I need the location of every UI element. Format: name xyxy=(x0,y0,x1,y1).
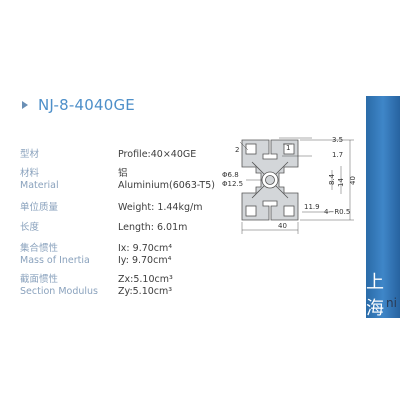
corner-recess-bl xyxy=(245,205,257,217)
web-diagonal xyxy=(251,161,265,175)
side-banner xyxy=(366,96,400,318)
spec-profile-label: 型材 xyxy=(20,149,40,160)
core-bore xyxy=(265,175,275,185)
spec-weight-label: 单位质量 xyxy=(20,202,59,213)
spec-length-value: Length: 6.01m xyxy=(118,222,188,233)
spec-material-label-cn: 材料 xyxy=(20,168,40,179)
dim-14: 14 xyxy=(337,178,345,187)
dim-11-9: 11.9 xyxy=(304,203,320,211)
spec-length-label: 长度 xyxy=(20,222,40,233)
spec-material-value: Aluminium(6063-T5) xyxy=(118,180,215,191)
spec-inertia-label-cn: 集合惯性 xyxy=(20,243,59,254)
dim-1-7: 1.7 xyxy=(332,151,343,159)
spec-modulus-label-en: Section Modulus xyxy=(20,286,98,297)
dim-radius: 4−R0.5 xyxy=(324,208,350,216)
dim-40-horizontal: 40 xyxy=(278,222,287,230)
web-diagonal xyxy=(275,161,289,175)
spec-modulus-label-cn: 截面惯性 xyxy=(20,274,59,285)
spec-material-label-en: Material xyxy=(20,180,59,191)
dim-slot: 2 xyxy=(235,146,239,154)
corner-recess-tl xyxy=(245,143,257,155)
side-banner-text-en: ni xyxy=(386,296,397,310)
spec-profile-value: Profile:40×40GE xyxy=(118,149,197,160)
spec-modulus-zy: Zy:5.10cm³ xyxy=(118,286,173,297)
spec-modulus-zx: Zx:5.10cm³ xyxy=(118,274,173,285)
profile-cross-section: 3.5 1 1.7 2 Φ6.8 Φ12.5 8.4 14 40 11.9 4−… xyxy=(222,136,357,234)
spec-inertia-label-en: Mass of Inertia xyxy=(20,255,90,266)
dim-8-4: 8.4 xyxy=(328,173,336,185)
web-diagonal xyxy=(251,185,265,199)
dim-line xyxy=(239,141,249,151)
corner-recess-br xyxy=(283,205,295,217)
triangle-bullet-icon xyxy=(22,101,28,109)
spec-weight-value: Weight: 1.44kg/m xyxy=(118,202,203,213)
spec-inertia-ix: Ix: 9.70cm⁴ xyxy=(118,243,173,254)
spec-material-value-cn: 铝 xyxy=(118,168,128,179)
dim-phi-12-5: Φ12.5 xyxy=(222,180,243,188)
spec-inertia-iy: Iy: 9.70cm⁴ xyxy=(118,255,172,266)
side-banner-text-cn: 上海 xyxy=(366,272,384,319)
dim-3-5: 3.5 xyxy=(332,136,343,144)
dim-1: 1 xyxy=(286,144,290,152)
dim-40-vertical: 40 xyxy=(349,176,357,185)
web-diagonal xyxy=(275,185,289,199)
dim-phi-6-8: Φ6.8 xyxy=(222,171,239,179)
product-title: NJ-8-4040GE xyxy=(22,96,135,114)
product-code: NJ-8-4040GE xyxy=(38,96,135,114)
